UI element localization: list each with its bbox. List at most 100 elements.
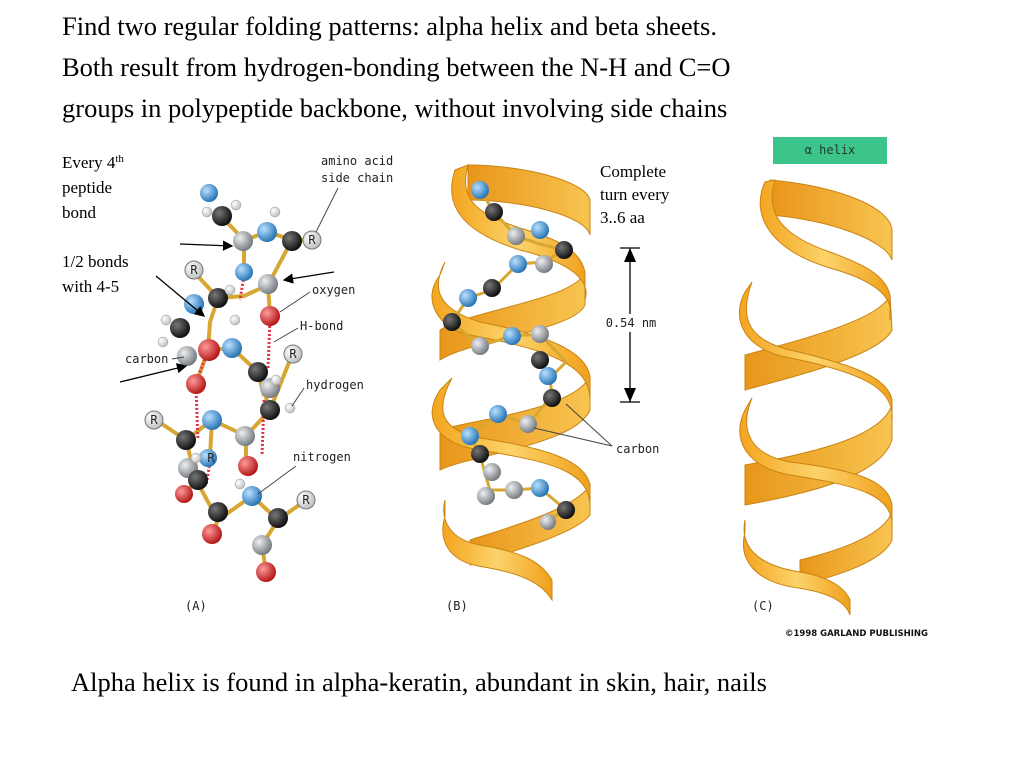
nitrogen-atom [503,327,521,345]
carbon-atom [471,445,489,463]
nitrogen-atom [531,221,549,239]
nitrogen-atom [531,479,549,497]
carbon-atom [543,389,561,407]
carbon-atom [188,470,208,490]
nitrogen-atom [202,410,222,430]
label-pitch: 0.54 nm [606,316,657,330]
note-every-sup: th [115,153,124,165]
nitrogen-atom [257,222,277,242]
note-turn-line2: turn every [600,185,670,204]
heading-line-2: Both result from hydrogen-bonding betwee… [62,52,731,82]
alpha-carbon-atom [505,481,523,499]
slide-heading: Find two regular folding patterns: alpha… [62,6,1002,129]
note-every-4th: Every 4th peptide bond [62,150,124,225]
nitrogen-atom [461,427,479,445]
leader-nitrogen [257,465,297,495]
alpha-carbon-atom [507,227,525,245]
note-half-line1: 1/2 bonds [62,252,129,271]
nitrogen-atom [235,263,253,281]
svg-text:R: R [308,233,316,247]
carbon-atom [260,400,280,420]
alpha-carbon-atom [483,463,501,481]
panel-c-ribbon: (C) ©1998 GARLAND PUBLISHING [738,179,928,639]
carbon-atom [248,362,268,382]
alpha-helix-legend-box [773,137,887,164]
pitch-label-bg [600,314,662,332]
note-turn-line3: 3..6 aa [600,208,645,227]
pitch-arrow-bottom [624,388,636,402]
leader-side-chain [315,187,339,233]
alpha-carbon-atom [540,514,556,530]
alpha-carbon-atom [519,415,537,433]
r-group: R [283,344,303,364]
note-turn-line1: Complete [600,162,667,181]
panel-b-ribbon-with-atoms: carbon 0.54 nm (B) [431,164,662,613]
carbon-atom [557,501,575,519]
label-oxygen: oxygen [312,283,355,297]
carbon-atom [170,318,190,338]
carbon-atom [208,502,228,522]
note-every-line3: bond [62,203,96,222]
hydrogen-atom [229,314,241,326]
hydrogen-atom [224,284,236,296]
alpha-carbon-atom [233,231,253,251]
caption-a: (A) [185,599,207,613]
label-amino-acid: amino acid [321,154,393,168]
r-group: R [302,230,322,250]
carbon-atom [212,206,232,226]
leader-carbon-right-2 [533,427,613,447]
nitrogen-atom [471,181,489,199]
hydrogen-atom [201,206,213,218]
slide-footer: Alpha helix is found in alpha-keratin, a… [71,667,767,697]
leader-oxygen [279,291,311,313]
alpha-carbon-atom [471,337,489,355]
leader-carbon-left [171,356,185,360]
label-side-chain: side chain [321,171,393,185]
label-nitrogen: nitrogen [293,450,351,464]
panel-a-ball-and-stick: R R R R R R amino acid side chain oxygen… [119,154,393,613]
alpha-carbon-atom [252,535,272,555]
carbon-atom [443,313,461,331]
nitrogen-atom [539,367,557,385]
hydrogen-atom [157,336,169,348]
carbon-atom [268,508,288,528]
arrow-half-bonds [155,275,205,317]
r-group: R [207,451,215,465]
nitrogen-atom [184,294,204,314]
nitrogen-atom [222,338,242,358]
heading-line-1: Find two regular folding patterns: alpha… [62,11,717,41]
carbon-atom [176,430,196,450]
alpha-carbon-atom [177,346,197,366]
note-every-prefix: Every 4 [62,153,116,172]
nitrogen-atom [200,184,218,202]
arrow-carbon [119,363,188,383]
caption-c: (C) [752,599,774,613]
label-carbon-right: carbon [616,442,659,456]
hydrogen-atom [269,206,281,218]
nitrogen-atom [509,255,527,273]
alpha-carbon-atom [535,255,553,273]
r-group: R [144,410,164,430]
hydrogen-atom [160,314,172,326]
leader-hbond [273,327,299,343]
carbon-atom [282,231,302,251]
nitrogen-atom [242,486,262,506]
svg-text:R: R [150,413,158,427]
arrow-every-4th [179,240,234,251]
hydrogen-atom [234,478,246,490]
svg-text:R: R [302,493,310,507]
svg-text:R: R [207,451,215,465]
oxygen-atom [256,562,276,582]
note-half-bonds: 1/2 bonds with 4-5 [62,249,129,299]
nitrogen-atom [489,405,507,423]
hydrogen-atom [270,374,282,386]
note-half-line2: with 4-5 [62,277,120,296]
arrow-oxygen [282,271,335,284]
carbon-atom [485,203,503,221]
panel-c-ribbon-front [738,179,893,616]
r-group: R [184,260,204,280]
alpha-carbon-atom [235,426,255,446]
heading-line-3: groups in polypeptide backbone, without … [62,93,728,123]
panel-b-atoms [443,181,575,530]
r-group: R [296,490,316,510]
